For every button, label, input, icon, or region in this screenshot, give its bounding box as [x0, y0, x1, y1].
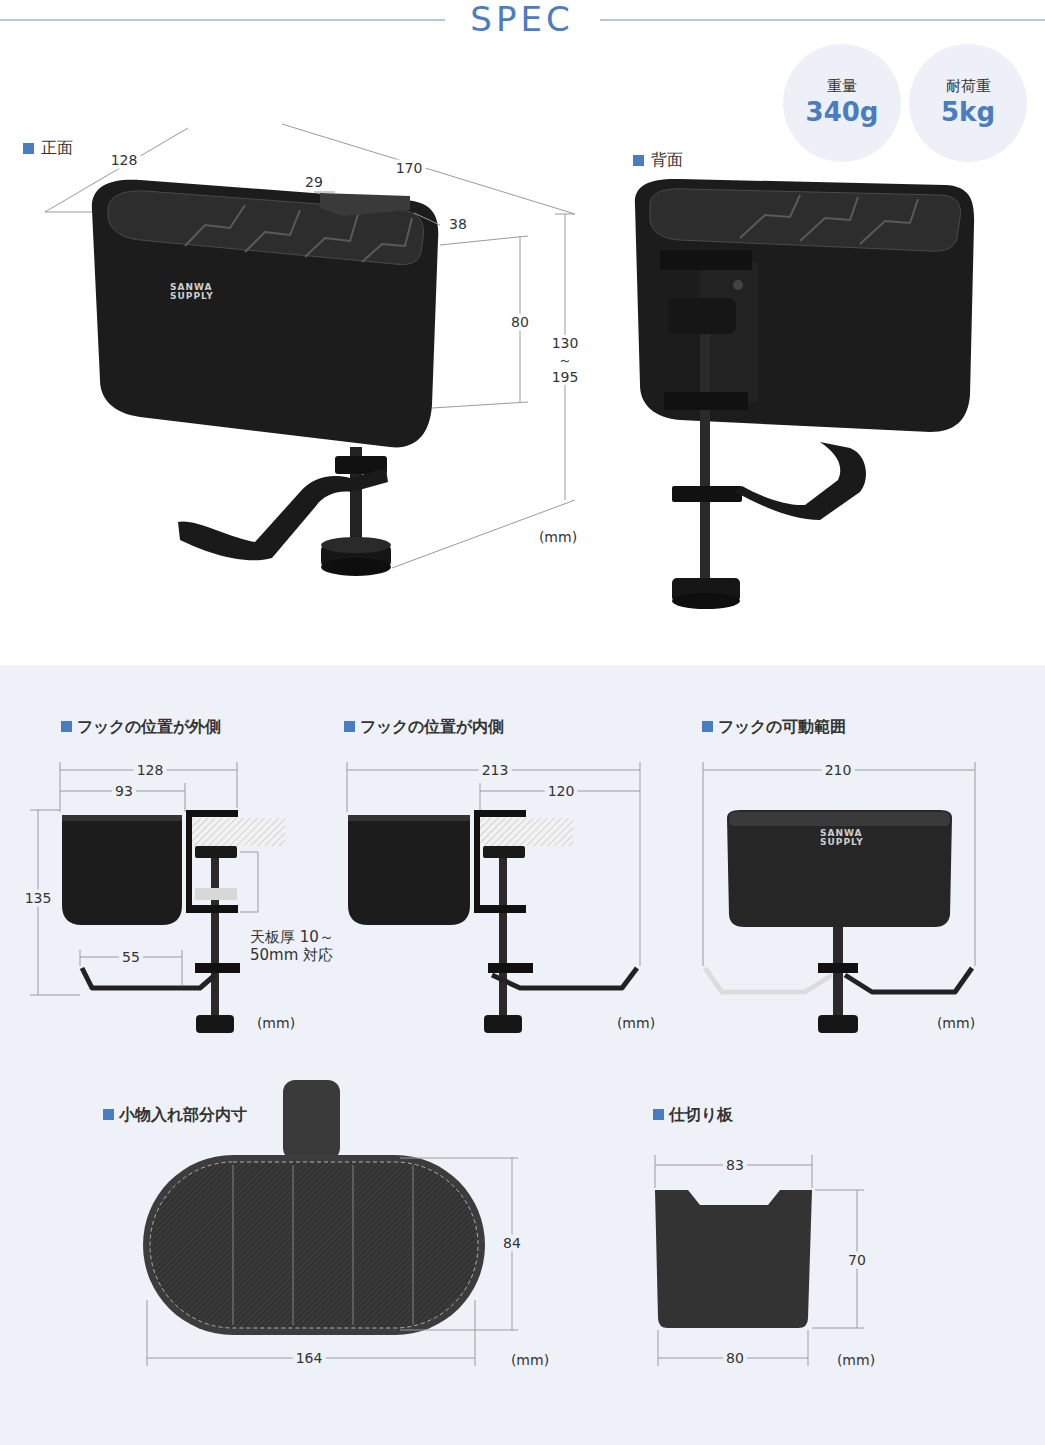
dimension-label: 84 — [500, 1235, 524, 1252]
section-heading: 仕切り板 — [669, 1105, 733, 1124]
unit-label: (mm) — [257, 1015, 295, 1032]
section-marks — [23, 143, 713, 1120]
dimension-label: 135 — [22, 890, 55, 907]
dimension-label: 80 — [723, 1350, 747, 1367]
brand-logo: SANWA SUPPLY — [820, 829, 860, 848]
view-label: 正面 — [41, 138, 73, 157]
dimension-label: 128 — [108, 152, 141, 169]
partition-plate — [655, 1155, 864, 1366]
unit-label: (mm) — [539, 529, 577, 546]
dimension-label: 93 — [112, 783, 136, 800]
bottom-ground — [0, 665, 1045, 1445]
dimension-label: 55 — [119, 949, 143, 966]
section-heading: フックの可動範囲 — [718, 717, 846, 736]
top-ground — [0, 0, 1045, 665]
hook-outside-figure — [30, 762, 285, 1033]
unit-label: (mm) — [511, 1352, 549, 1369]
hook-range-figure — [703, 762, 975, 1033]
brand-logo: SANWA SUPPLY — [170, 283, 210, 302]
dimension-label: 213 — [479, 762, 512, 779]
unit-label: (mm) — [837, 1352, 875, 1369]
title-rule — [0, 19, 445, 21]
spec-name: 重量 — [827, 77, 857, 96]
spec-value: 340g — [806, 96, 879, 129]
dimension-label: 128 — [134, 762, 167, 779]
dimension-label: 170 — [393, 160, 426, 177]
title-rule — [600, 19, 1045, 21]
dimension-label: 80 — [508, 314, 532, 331]
dimension-label: 210 — [822, 762, 855, 779]
dimension-label: 38 — [446, 216, 470, 233]
back-view — [635, 179, 974, 609]
spec-circle: 重量340g — [783, 44, 901, 162]
section-heading: フックの位置が内側 — [360, 717, 504, 736]
unit-label: (mm) — [617, 1015, 655, 1032]
page-title: SPEC — [460, 1, 583, 38]
dimension-note: 天板厚 10～50mm 対応 — [250, 928, 348, 964]
hook-inside-figure — [347, 762, 640, 1033]
section-heading: 小物入れ部分内寸 — [119, 1105, 247, 1124]
dimension-label: 83 — [723, 1157, 747, 1174]
dimension-label: 130 ～ 195 — [545, 335, 585, 385]
spec-circle: 耐荷重5kg — [909, 44, 1027, 162]
dimension-label: 29 — [302, 174, 326, 191]
view-label: 背面 — [651, 150, 683, 169]
section-heading: フックの位置が外側 — [77, 717, 221, 736]
spec-name: 耐荷重 — [946, 77, 991, 96]
dimension-label: 164 — [293, 1350, 326, 1367]
spec-value: 5kg — [941, 96, 995, 129]
unit-label: (mm) — [937, 1015, 975, 1032]
dimension-label: 120 — [545, 783, 578, 800]
dimension-label: 70 — [845, 1252, 869, 1269]
front-view — [45, 124, 575, 576]
